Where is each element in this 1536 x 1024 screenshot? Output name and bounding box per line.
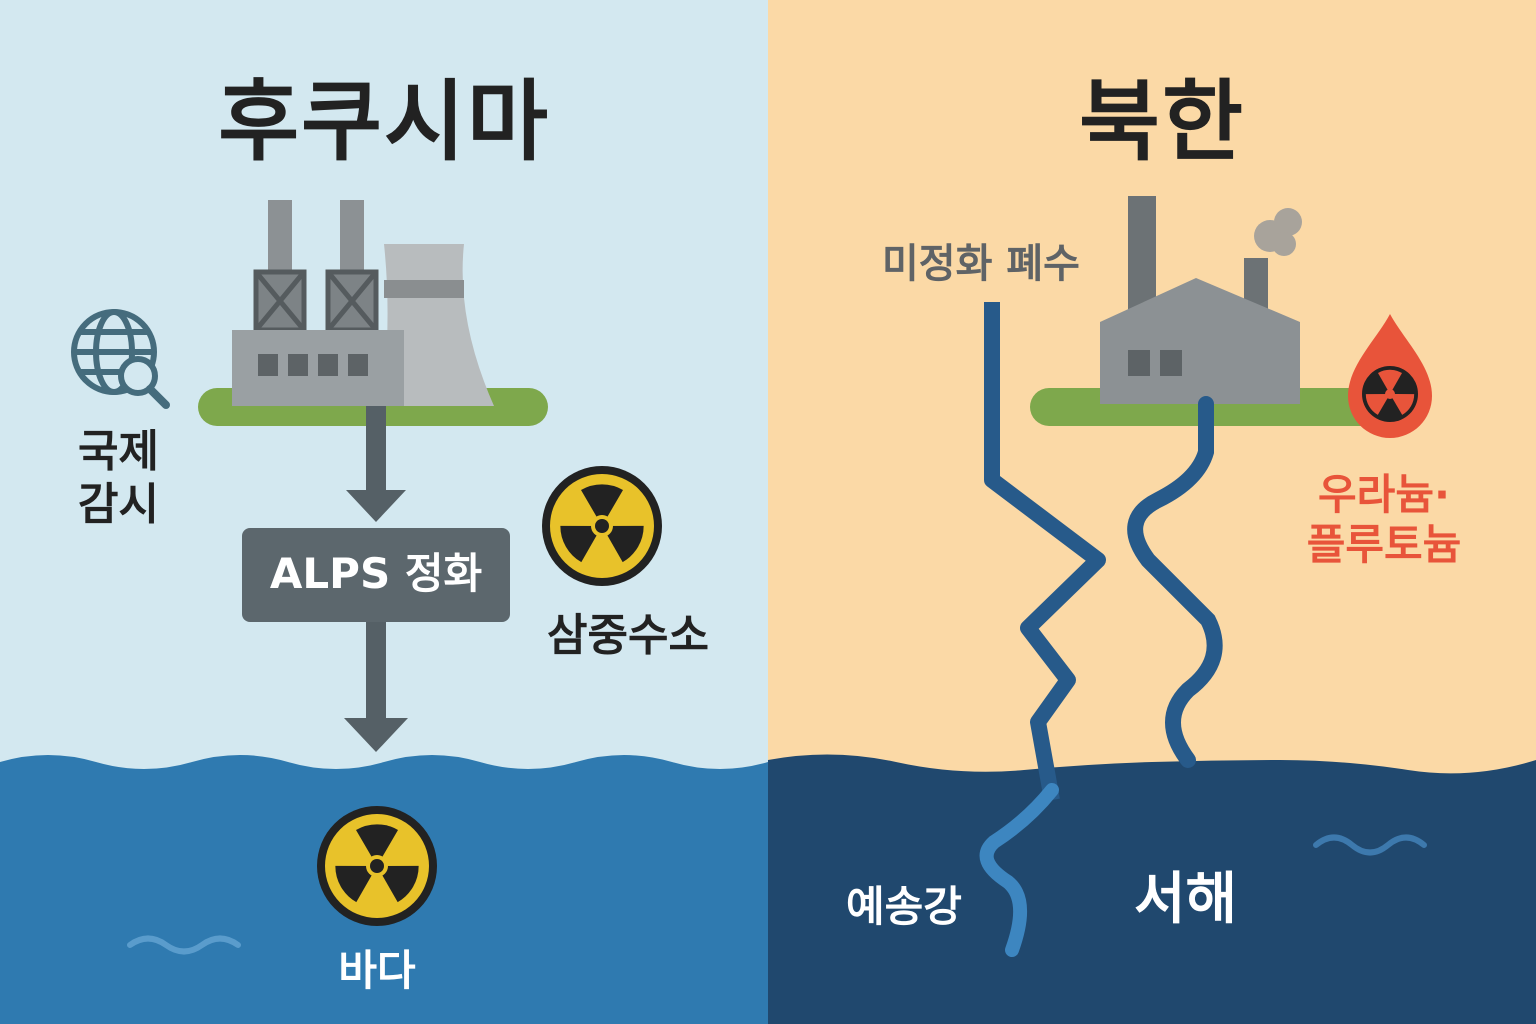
wave-icon <box>1313 834 1427 856</box>
globe-search-icon <box>71 309 170 409</box>
yesong-river <box>979 783 1059 957</box>
fukushima-panel: 후쿠시마 국제 감시 ALPS 정화 삼중수소 바다 <box>0 0 768 1024</box>
fukushima-scene <box>0 0 768 1024</box>
tritium-label: 삼중수소 <box>547 610 709 661</box>
flow-arrow-upper <box>346 406 406 522</box>
material-label-line2: 플루토늄 <box>1306 520 1462 570</box>
wastewater-stream <box>984 302 1106 802</box>
radiation-icon-tritium <box>542 466 662 586</box>
untreated-wastewater-label: 미정화 폐수 <box>882 241 1080 287</box>
smoke-icon <box>1254 208 1302 256</box>
alps-process-box <box>242 528 510 622</box>
north-korea-panel: 북한 미정화 폐수 우라늄· 플루토늄 예송강 서해 <box>768 0 1536 1024</box>
material-label-line1: 우라늄· <box>1318 470 1450 519</box>
north-korea-scene <box>768 0 1536 1024</box>
monitoring-label-line1: 국제 <box>78 426 159 477</box>
west-sea <box>768 754 1536 1024</box>
international-monitoring-label: 국제 감시 <box>78 426 159 532</box>
radiation-icon-sea <box>317 806 437 926</box>
monitoring-label-line2: 감시 <box>78 478 159 530</box>
west-sea-label: 서해 <box>1134 867 1238 932</box>
uranium-plutonium-label: 우라늄· 플루토늄 <box>1307 470 1462 571</box>
factory-icon <box>1100 196 1300 404</box>
fukushima-title: 후쿠시마 <box>218 70 550 173</box>
radiation-drop-icon <box>1348 314 1432 438</box>
north-korea-title: 북한 <box>1079 70 1245 173</box>
wave-icon <box>127 935 241 955</box>
cooling-tower-icon <box>382 244 494 406</box>
yesong-river-label: 예송강 <box>846 882 962 931</box>
flow-arrow-lower <box>344 622 408 752</box>
factory-discharge-stream <box>1127 396 1223 768</box>
alps-process-label: ALPS 정화 <box>269 549 483 598</box>
factory-icon <box>232 200 404 406</box>
sea-label-fukushima: 바다 <box>338 946 416 995</box>
